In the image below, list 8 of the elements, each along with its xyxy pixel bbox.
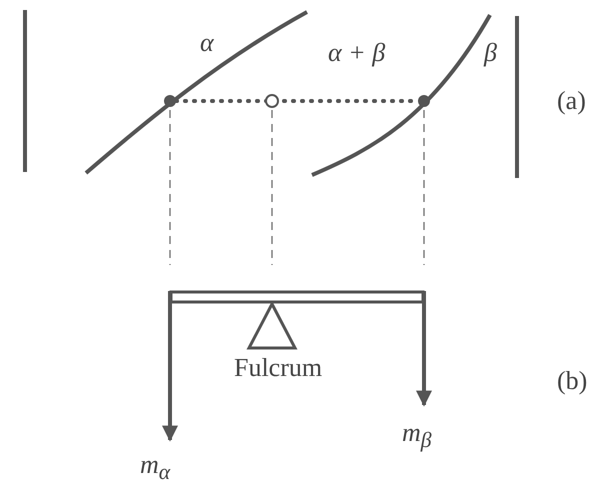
mass-label: m$_{β}$ bbox=[402, 420, 432, 452]
phase-label: β bbox=[484, 40, 497, 66]
phase-label: α + β bbox=[328, 40, 386, 66]
fulcrum-label: Fulcrum bbox=[234, 355, 322, 381]
mass-label: m$_{α}$ bbox=[140, 452, 170, 481]
panel-label: (b) bbox=[557, 368, 588, 394]
panel-label: (a) bbox=[557, 88, 586, 114]
phase-label: α bbox=[200, 30, 214, 56]
